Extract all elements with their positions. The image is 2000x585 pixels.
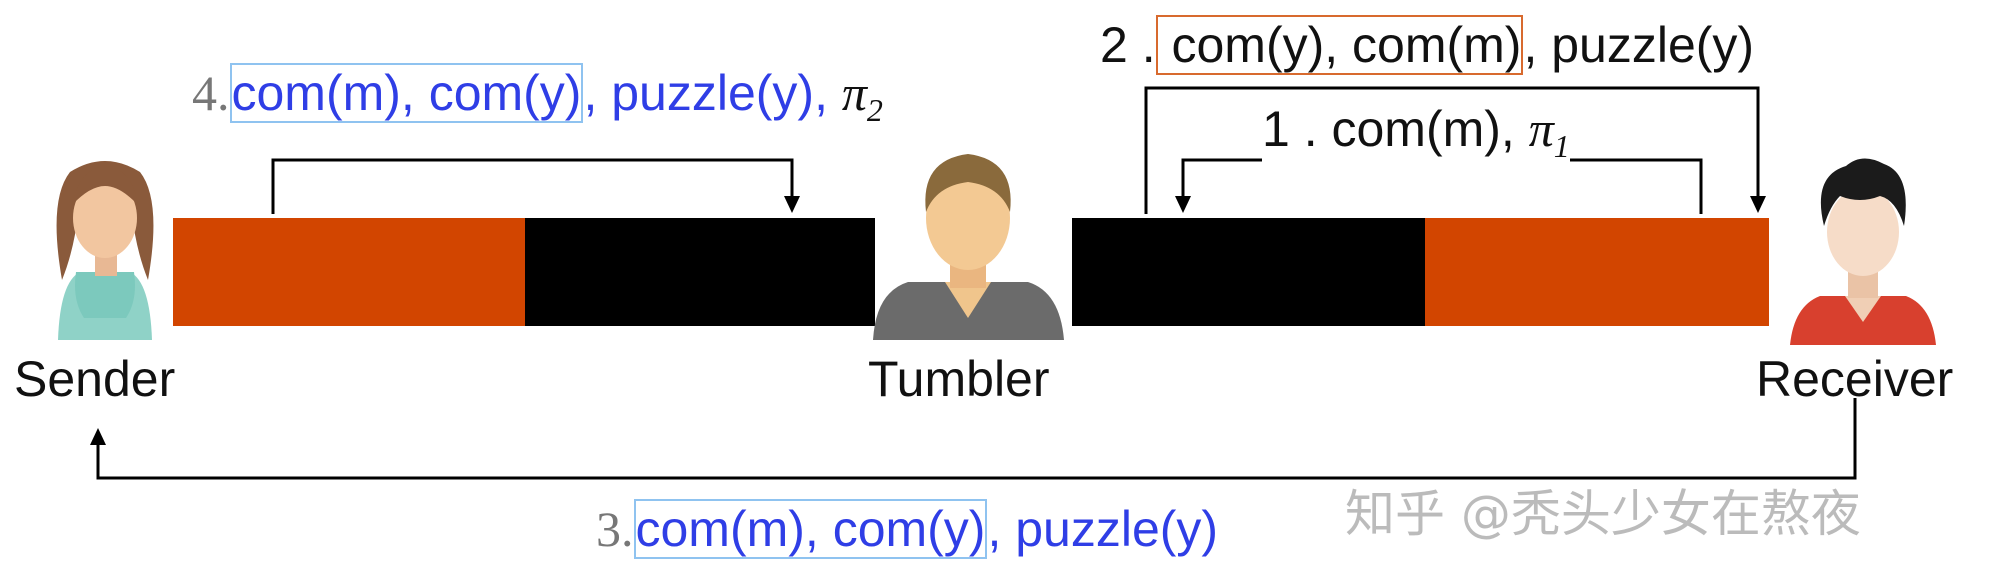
step-4-highlighted-commitments: com(m), com(y): [229, 63, 584, 123]
step-4-number: 4.: [192, 65, 230, 121]
step-4-rest: , puzzle(y),: [583, 65, 842, 121]
message-step-1: 1 . com(m), π1: [1262, 100, 1570, 175]
arrow-step-2: [1144, 86, 1766, 214]
receiver-channel-black: [1072, 218, 1425, 326]
sender-channel-black: [525, 218, 875, 326]
step-2-number: 2 .: [1100, 17, 1156, 73]
step-4-pi-subscript: 2: [866, 92, 883, 128]
tumbler-label: Tumbler: [868, 351, 1050, 407]
receiver-channel-orange: [1425, 218, 1769, 326]
sender-label: Sender: [14, 351, 176, 407]
step-3-rest: , puzzle(y): [987, 501, 1219, 557]
arrow-step-3: [90, 398, 1857, 480]
step-3-highlighted-commitments: com(m), com(y): [633, 499, 988, 559]
step-1-pi: π: [1528, 101, 1554, 157]
step-1-text: com(m),: [1317, 101, 1529, 157]
step-2-rest: , puzzle(y): [1523, 17, 1755, 73]
receiver-label: Receiver: [1756, 351, 1954, 407]
step-3-number: 3.: [596, 501, 634, 557]
sender-channel-orange: [173, 218, 525, 326]
message-step-3: 3.com(m), com(y), puzzle(y): [596, 499, 1219, 559]
receiver-avatar: [1790, 158, 1936, 345]
sender-avatar: [56, 161, 154, 340]
message-step-4: 4.com(m), com(y), puzzle(y), π2: [192, 63, 883, 139]
arrow-step-4: [271, 158, 800, 214]
step-2-highlighted-commitments: com(y), com(m): [1155, 15, 1524, 75]
tumbler-avatar: [873, 154, 1064, 340]
message-step-2: 2 . com(y), com(m), puzzle(y): [1100, 15, 1755, 75]
watermark: 知乎 @秃头少女在熬夜: [1345, 485, 1861, 543]
step-4-pi: π: [841, 65, 867, 121]
step-1-pi-subscript: 1: [1553, 128, 1570, 164]
step-1-number: 1 .: [1262, 101, 1318, 157]
